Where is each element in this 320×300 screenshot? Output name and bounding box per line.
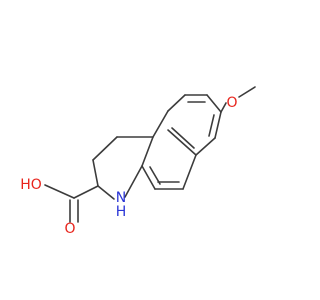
bond-c-oh [44,184,75,199]
amine-hydrogen-label: H [116,204,127,220]
bond-c8-c9 [141,165,156,190]
bonds [44,86,256,223]
bond-o-ch3 [238,86,256,98]
bond-ch2a-ch2b [92,136,118,161]
bond-c6-c1-inner [171,127,195,149]
atom-labels: O HO O N H [20,95,237,237]
bond-c1-c2 [167,94,186,112]
hydroxyl-label: HO [20,177,42,193]
bond-c4-o-methoxy [220,102,227,113]
bond-c6-c1 [167,129,197,156]
bond-c1-c7 [152,110,169,138]
structure-canvas: O HO O N H [20,86,256,237]
bond-ch2b-ch [92,159,99,187]
carbonyl-oxygen-label: O [64,221,75,237]
bond-c3-c4 [206,94,222,113]
bond-c10-c6 [182,154,197,190]
bond-c4-c5-inner [208,114,215,137]
bond-c5-c6 [195,137,216,156]
bond-ch-n [97,185,115,200]
bond-n-c8 [124,165,143,198]
amine-nitrogen-label: N [116,190,126,206]
molecule-structure: O HO O N H [20,86,256,237]
methoxy-oxygen-label: O [226,95,237,111]
bond-c4-c5 [214,111,222,139]
bond-c7-c8 [141,136,154,167]
bond-ch-cooh [73,185,99,199]
bond-c8-c9-inner [149,166,161,185]
